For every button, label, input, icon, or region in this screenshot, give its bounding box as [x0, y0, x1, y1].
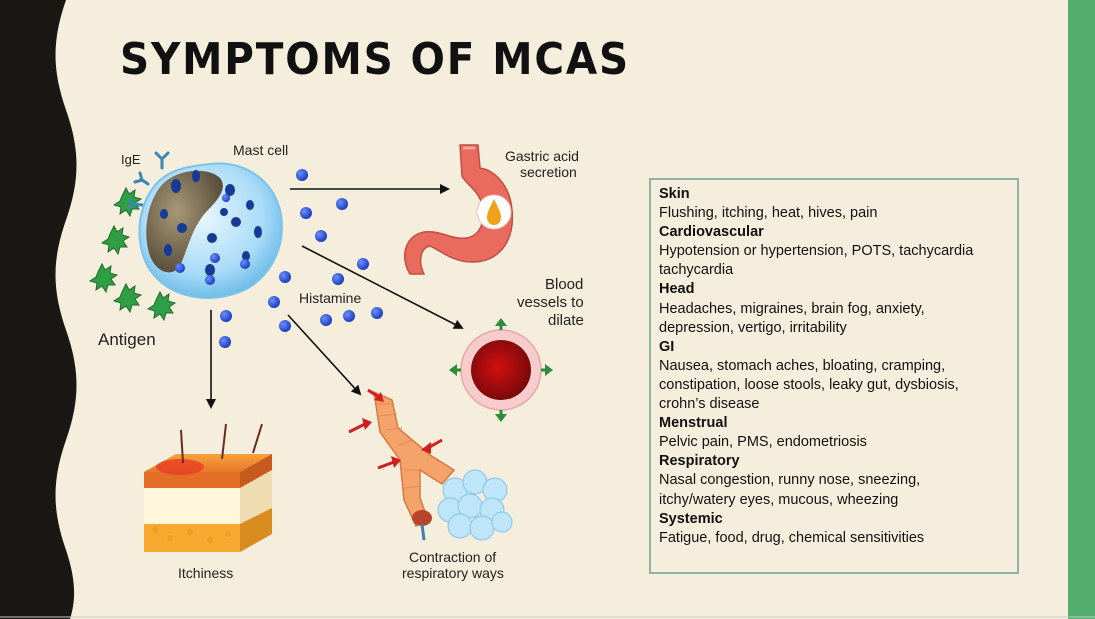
category-line: Nasal congestion, runny nose, sneezing,	[659, 472, 921, 489]
histamine-dots	[219, 169, 383, 348]
left-wavy-band	[0, 0, 77, 619]
symptom-category-head: Head Headaches, migraines, brain fog, an…	[659, 280, 1009, 337]
ige-label: IgE	[121, 152, 141, 167]
blood-vessel-label-line2: vessels to	[517, 294, 584, 311]
category-line: crohn’s disease	[659, 396, 760, 413]
category-line: Fatigue, food, drug, chemical sensitivit…	[659, 529, 925, 546]
granules	[160, 170, 262, 276]
category-heading: Head	[659, 281, 695, 298]
symptom-category-respiratory: Respiratory Nasal congestion, runny nose…	[659, 452, 1009, 509]
gastric-label-line2: secretion	[520, 164, 577, 180]
respiratory-illustration	[348, 388, 513, 541]
symptom-category-skin: Skin Flushing, itching, heat, hives, pai…	[659, 185, 1009, 223]
histamine-label: Histamine	[299, 290, 362, 306]
blood-vessel-illustration	[449, 318, 553, 422]
itchiness-label: Itchiness	[178, 565, 234, 581]
category-heading: Systemic	[659, 510, 723, 527]
category-line: depression, vertigo, irritability	[659, 319, 847, 336]
stomach-illustration	[404, 144, 514, 275]
symptom-category-menstrual: Menstrual Pelvic pain, PMS, endometriosi…	[659, 414, 1009, 452]
category-heading: Cardiovascular	[659, 224, 764, 241]
ige-receptor-icons	[127, 151, 170, 210]
respiratory-label-line2: respiratory ways	[402, 565, 504, 581]
category-line: constipation, loose stools, leaky gut, d…	[659, 376, 959, 393]
category-line: Pelvic pain, PMS, endometriosis	[659, 434, 867, 451]
category-line: itchy/watery eyes, mucous, wheezing	[659, 491, 899, 508]
category-heading: GI	[659, 338, 675, 355]
arrows	[206, 184, 464, 409]
category-line: Headaches, migraines, brain fog, anxiety…	[659, 300, 925, 317]
category-line: Flushing, itching, heat, hives, pain	[659, 205, 878, 222]
antigen-label: Antigen	[98, 330, 156, 349]
blood-vessel-label-line3: dilate	[548, 312, 584, 329]
symptom-category-gi: GI Nausea, stomach aches, bloating, cram…	[659, 338, 1009, 414]
gastric-label-line1: Gastric acid	[505, 148, 579, 164]
category-line: tachycardia	[659, 262, 734, 279]
category-heading: Menstrual	[659, 415, 728, 432]
respiratory-label-line1: Contraction of	[409, 549, 497, 565]
blood-vessel-label-line1: Blood	[545, 276, 584, 293]
category-heading: Respiratory	[659, 453, 740, 470]
category-line: Hypotension or hypertension, POTS, tachy…	[659, 243, 974, 260]
slide-title: SYMPTOMS OF MCAS	[120, 34, 631, 85]
symptom-category-cardiovascular: Cardiovascular Hypotension or hypertensi…	[659, 223, 1009, 280]
skin-illustration	[144, 423, 272, 552]
category-heading: Skin	[659, 186, 690, 202]
granules-bright	[175, 194, 250, 285]
right-green-band	[1068, 0, 1095, 619]
category-line: Nausea, stomach aches, bloating, crampin…	[659, 357, 946, 374]
mast-cell-label: Mast cell	[233, 142, 289, 158]
symptoms-box: Skin Flushing, itching, heat, hives, pai…	[649, 178, 1019, 574]
symptom-category-systemic: Systemic Fatigue, food, drug, chemical s…	[659, 510, 1009, 548]
antigen-icons	[88, 186, 177, 322]
